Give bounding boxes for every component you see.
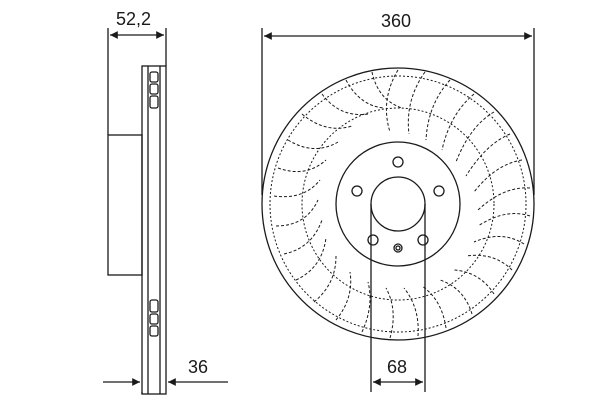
vane-pattern [273, 69, 531, 339]
center-bore [370, 176, 426, 232]
disc-section [141, 65, 167, 395]
hat-circle [335, 141, 461, 267]
bolt-hole [367, 234, 379, 246]
dimension-total-thickness: 52,2 [116, 9, 152, 29]
dimension-outer-diameter: 360 [381, 11, 412, 31]
dimension-disc-thickness: 36 [188, 357, 209, 377]
outer-edge [261, 67, 535, 341]
hub-section [107, 134, 143, 276]
bolt-hole [433, 185, 445, 197]
bolt-hole [351, 185, 363, 197]
bolt-hole [392, 156, 404, 168]
dimension-center-bore: 68 [387, 357, 408, 377]
front-view [261, 28, 535, 392]
side-view [103, 28, 228, 395]
bolt-hole [417, 234, 429, 246]
